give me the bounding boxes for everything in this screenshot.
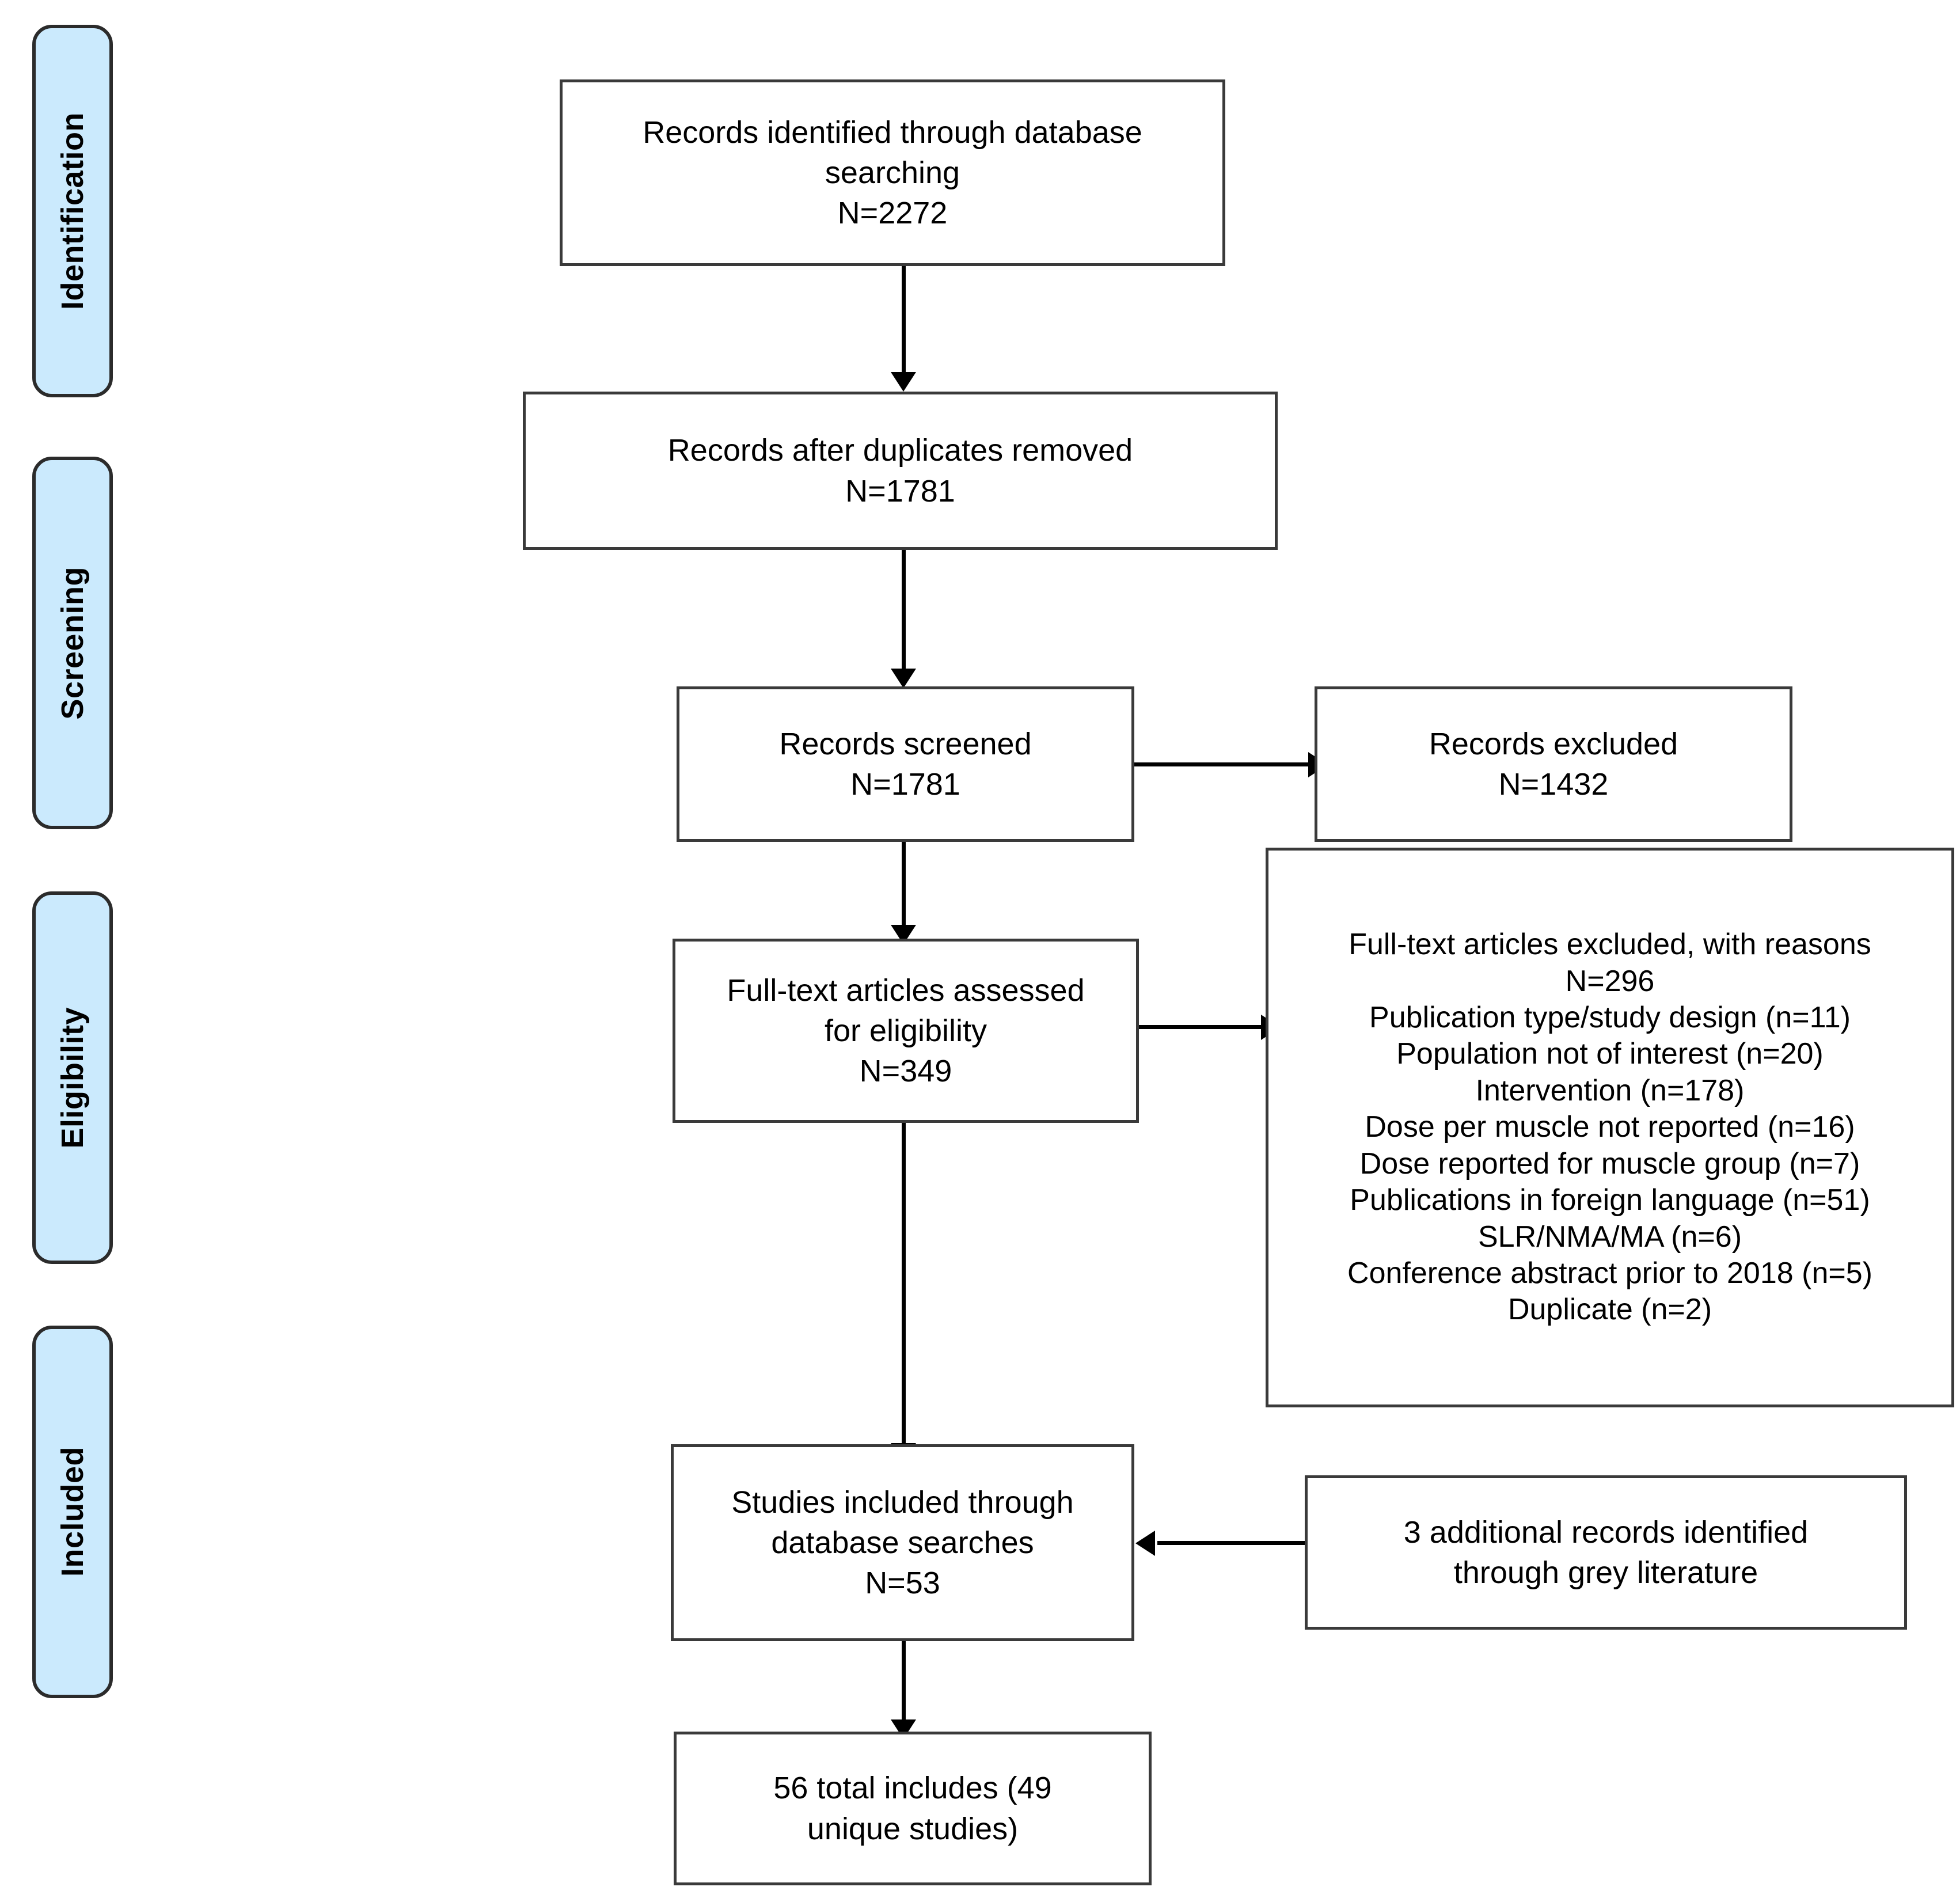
box-fulltext-assessed: Full-text articles assessed for eligibil… xyxy=(673,939,1139,1123)
box-studies-included-database-text: Studies included through database search… xyxy=(731,1485,1074,1601)
box-grey-literature-records: 3 additional records identified through … xyxy=(1305,1475,1907,1630)
box-records-screened-text: Records screened N=1781 xyxy=(779,726,1032,802)
box-records-after-duplicates-text: Records after duplicates removed N=1781 xyxy=(667,433,1133,508)
arrowhead-grey-to-included xyxy=(1135,1531,1155,1556)
box-records-identified: Records identified through database sear… xyxy=(560,79,1225,266)
box-fulltext-excluded-reasons-text: Full-text articles excluded, with reason… xyxy=(1347,928,1872,1327)
arrowhead-identified-to-duplicates xyxy=(891,372,916,392)
arrowhead-duplicates-to-screened xyxy=(891,669,916,688)
box-fulltext-excluded-reasons: Full-text articles excluded, with reason… xyxy=(1266,848,1954,1407)
connector-duplicates-to-screened xyxy=(902,550,906,671)
stage-pill-included: Included xyxy=(32,1326,113,1698)
stage-pill-identification: Identification xyxy=(32,25,113,397)
box-records-excluded-text: Records excluded N=1432 xyxy=(1429,726,1678,802)
connector-screened-to-excluded xyxy=(1134,762,1312,766)
stage-pill-screening: Screening xyxy=(32,457,113,829)
stage-label-included: Included xyxy=(55,1447,90,1577)
box-total-includes-text: 56 total includes (49 unique studies) xyxy=(773,1771,1052,1846)
connector-fulltext-to-reasons xyxy=(1139,1025,1264,1029)
box-records-excluded: Records excluded N=1432 xyxy=(1315,686,1792,842)
box-records-screened: Records screened N=1781 xyxy=(677,686,1134,842)
connector-fulltext-to-included xyxy=(902,1123,906,1445)
box-fulltext-assessed-text: Full-text articles assessed for eligibil… xyxy=(727,973,1085,1089)
connector-identified-to-duplicates xyxy=(902,266,906,374)
box-total-includes: 56 total includes (49 unique studies) xyxy=(674,1732,1152,1885)
box-studies-included-database: Studies included through database search… xyxy=(671,1444,1134,1641)
stage-label-eligibility: Eligibility xyxy=(55,1007,90,1149)
connector-screened-to-fulltext xyxy=(902,842,906,927)
connector-included-to-total xyxy=(902,1641,906,1722)
stage-label-identification: Identification xyxy=(55,112,90,310)
stage-label-screening: Screening xyxy=(55,566,90,720)
stage-pill-eligibility: Eligibility xyxy=(32,891,113,1264)
box-grey-literature-records-text: 3 additional records identified through … xyxy=(1403,1514,1809,1590)
box-records-identified-text: Records identified through database sear… xyxy=(643,115,1142,231)
connector-grey-to-included xyxy=(1157,1541,1307,1545)
box-records-after-duplicates: Records after duplicates removed N=1781 xyxy=(523,392,1278,550)
